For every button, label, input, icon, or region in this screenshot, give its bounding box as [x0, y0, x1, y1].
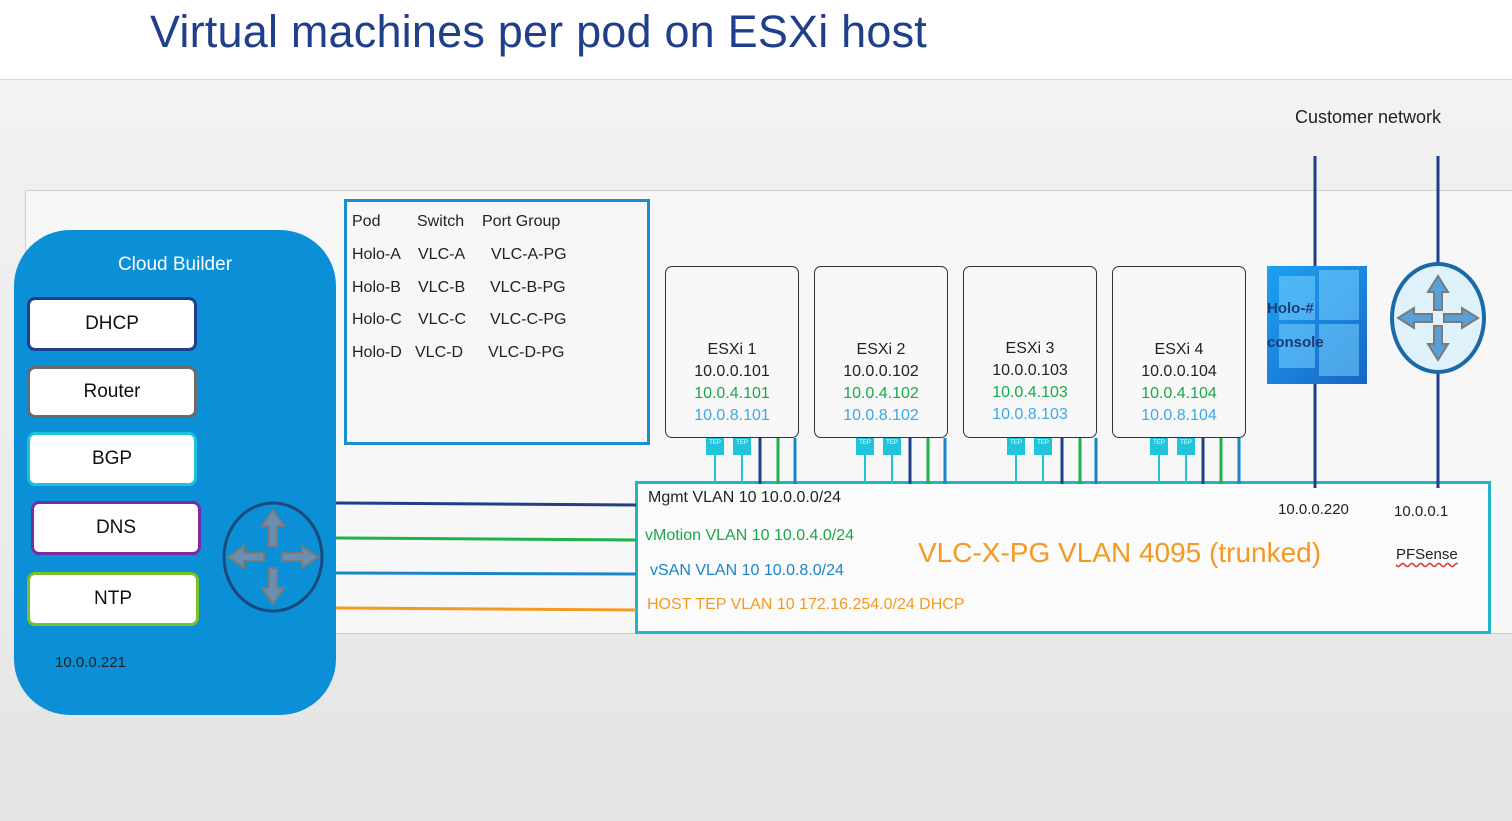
- service-ntp: NTP: [27, 572, 199, 626]
- vsan-network-label: vSAN VLAN 10 10.0.8.0/24: [650, 562, 844, 579]
- pfsense-ip: 10.0.0.1: [1394, 503, 1449, 520]
- pod-table-cell: VLC-D-PG: [488, 344, 565, 361]
- service-bgp: BGP: [27, 432, 197, 486]
- esxi-mgmt-ip: 10.0.0.101: [694, 363, 770, 380]
- windows-icon: [1267, 266, 1367, 384]
- esxi-host-3: ESXi 3 10.0.0.103 10.0.4.103 10.0.8.103: [963, 266, 1097, 438]
- esxi-vsan-ip: 10.0.8.102: [843, 407, 919, 424]
- esxi-host-1: ESXi 1 10.0.0.101 10.0.4.101 10.0.8.101: [665, 266, 799, 438]
- pod-table-cell: VLC-A: [418, 246, 466, 263]
- service-dns: DNS: [31, 501, 201, 555]
- vsan-line: [335, 571, 637, 576]
- vmotion-line: [335, 536, 637, 542]
- console-ip: 10.0.0.220: [1278, 501, 1349, 518]
- esxi-4-links: [1158, 438, 1241, 484]
- pfsense-label: PFSense: [1396, 546, 1458, 563]
- esxi-name: ESXi 1: [707, 341, 757, 358]
- esxi-vmotion-ip: 10.0.4.101: [694, 385, 770, 402]
- esxi-1-links: [714, 438, 797, 484]
- cloud-builder-title: Cloud Builder: [117, 254, 233, 275]
- pod-table-cell: VLC-B: [418, 279, 466, 296]
- pod-table-cell: Holo-C: [352, 311, 402, 328]
- tep-port: TEP: [706, 438, 724, 455]
- pod-table-cell: Holo-D: [352, 344, 402, 361]
- pod-table-cell: VLC-B-PG: [490, 279, 566, 296]
- tep-port: TEP: [1177, 438, 1195, 455]
- pod-table-cell: Holo-A: [352, 246, 401, 263]
- tep-network-label: HOST TEP VLAN 10 172.16.254.0/24 DHCP: [647, 596, 965, 613]
- tep-port: TEP: [1034, 438, 1052, 455]
- service-dhcp: DHCP: [27, 297, 197, 351]
- router-icon: [1396, 274, 1480, 362]
- esxi-name: ESXi 3: [1005, 340, 1055, 357]
- customer-network-label: Customer network: [1295, 107, 1442, 127]
- esxi-2-links: [864, 438, 947, 484]
- tep-port: TEP: [733, 438, 751, 455]
- pod-table-cell: VLC-D: [415, 344, 464, 361]
- pod-table-cell: VLC-C-PG: [490, 311, 567, 328]
- console-label-line1: Holo-#: [1267, 300, 1314, 317]
- tep-port: TEP: [1150, 438, 1168, 455]
- tep-line: [335, 606, 637, 612]
- tep-port: TEP: [1007, 438, 1025, 455]
- router-icon: [222, 501, 324, 613]
- trunk-label: VLC-X-PG VLAN 4095 (trunked): [918, 537, 1322, 568]
- esxi-vsan-ip: 10.0.8.101: [694, 407, 770, 424]
- pod-table-cell: Holo-B: [352, 279, 401, 296]
- esxi-vsan-ip: 10.0.8.103: [992, 406, 1068, 423]
- service-router: Router: [27, 366, 197, 418]
- console-label-line2: console: [1267, 334, 1324, 351]
- pod-table-cell: VLC-C: [418, 311, 467, 328]
- esxi-mgmt-ip: 10.0.0.102: [843, 363, 919, 380]
- pod-table-header-switch: Switch: [417, 213, 465, 230]
- cloud-builder-ip: 10.0.0.221: [55, 654, 126, 671]
- esxi-host-4: ESXi 4 10.0.0.104 10.0.4.104 10.0.8.104: [1112, 266, 1246, 438]
- esxi-vmotion-ip: 10.0.4.104: [1141, 385, 1217, 402]
- mgmt-network-label: Mgmt VLAN 10 10.0.0.0/24: [648, 489, 841, 506]
- mgmt-line: [335, 501, 637, 507]
- esxi-mgmt-ip: 10.0.0.103: [992, 362, 1068, 379]
- pod-table-header-portgroup: Port Group: [482, 213, 561, 230]
- slide-title: Virtual machines per pod on ESXi host: [150, 6, 928, 57]
- esxi-vmotion-ip: 10.0.4.103: [992, 384, 1068, 401]
- tep-port: TEP: [883, 438, 901, 455]
- pod-table-header-pod: Pod: [352, 213, 381, 230]
- esxi-3-links: [1015, 438, 1098, 484]
- pod-table: [344, 199, 650, 445]
- esxi-name: ESXi 2: [856, 341, 906, 358]
- esxi-vmotion-ip: 10.0.4.102: [843, 385, 919, 402]
- esxi-mgmt-ip: 10.0.0.104: [1141, 363, 1217, 380]
- esxi-vsan-ip: 10.0.8.104: [1141, 407, 1217, 424]
- pod-table-cell: VLC-A-PG: [491, 246, 567, 263]
- esxi-host-2: ESXi 2 10.0.0.102 10.0.4.102 10.0.8.102: [814, 266, 948, 438]
- tep-port: TEP: [856, 438, 874, 455]
- esxi-name: ESXi 4: [1154, 341, 1204, 358]
- vmotion-network-label: vMotion VLAN 10 10.0.4.0/24: [645, 527, 855, 544]
